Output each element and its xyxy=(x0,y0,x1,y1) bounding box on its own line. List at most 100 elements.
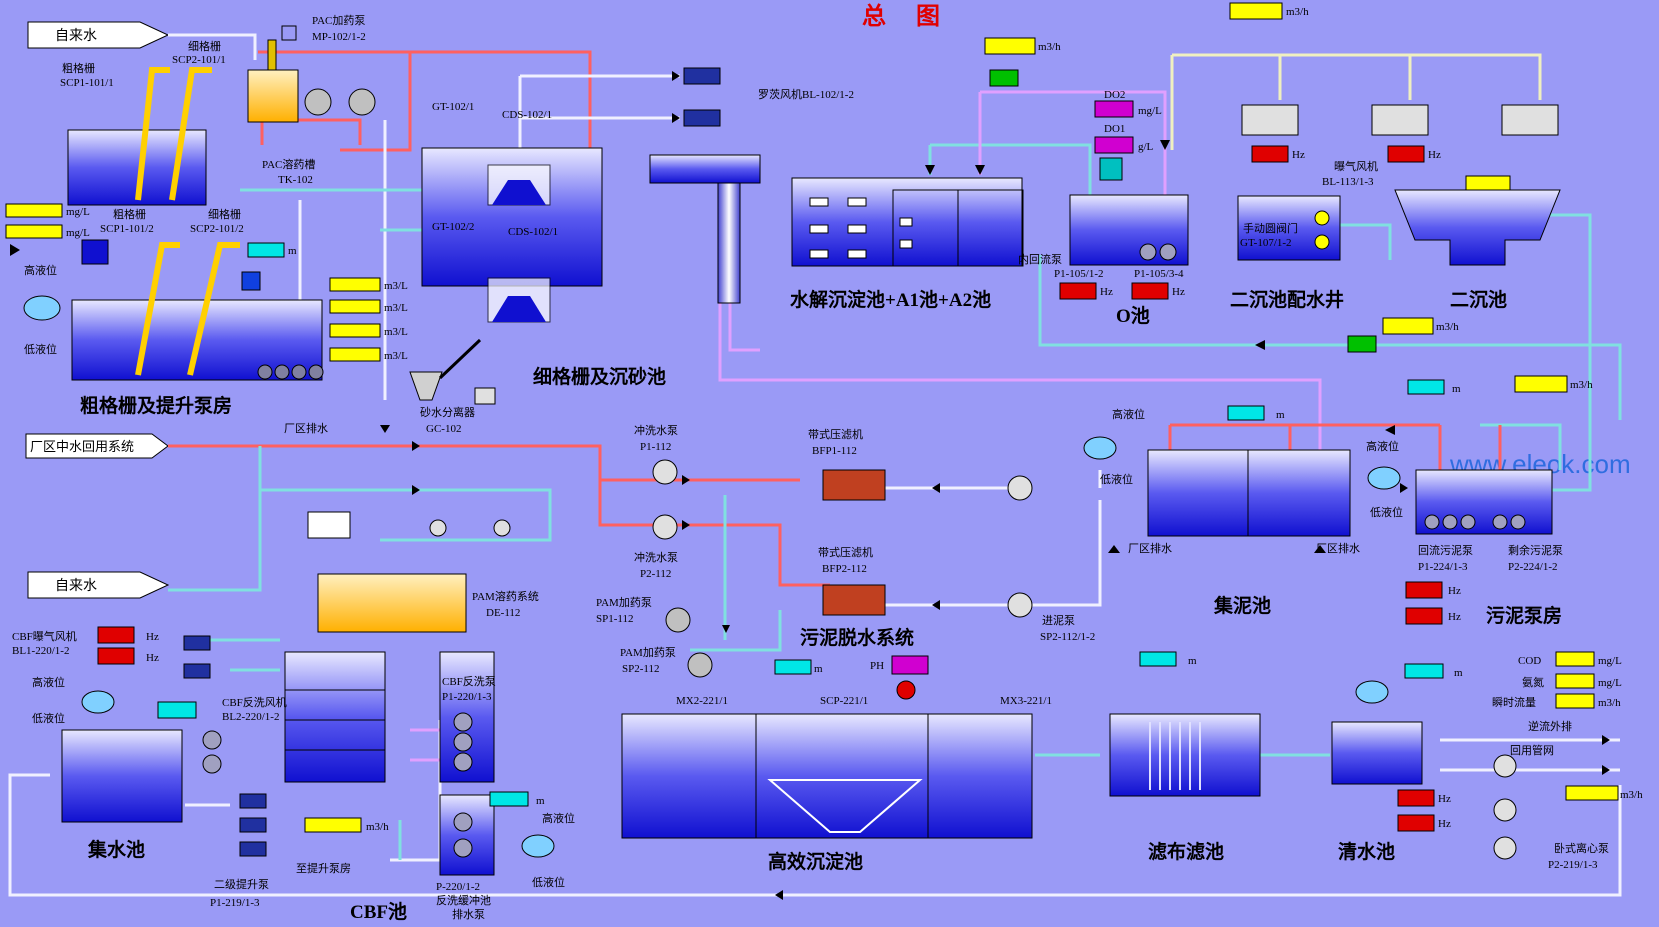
label-low-level: 低液位 xyxy=(532,875,565,889)
label-fine-screen-1b: SCP2-101/1 xyxy=(172,54,226,66)
label-belt-press2-a: 带式压滤机 xyxy=(818,545,873,559)
label-sand-sep-b: GC-102 xyxy=(426,423,461,435)
unit-m3h: m3/h xyxy=(1038,41,1061,53)
label-cbf-back-blower-a: CBF反洗风机 xyxy=(222,695,287,709)
blower-icon xyxy=(683,67,721,127)
unit-mgl: mg/L xyxy=(1138,105,1162,117)
label-wash-pump2-b: P2-112 xyxy=(640,568,671,580)
unit-m3l: m3/L xyxy=(384,280,408,292)
label-plant-drain-1: 厂区排水 xyxy=(284,421,328,435)
label-inst-flow: 瞬时流量 xyxy=(1492,695,1536,709)
inlet-tap-water-2: 自来水 xyxy=(27,571,170,599)
pump-icon xyxy=(687,652,713,678)
section-sludge-pump-room: 污泥泵房 xyxy=(1486,604,1562,627)
section-coarse-screen: 粗格栅及提升泵房 xyxy=(80,394,232,417)
unit-mgl: mg/L xyxy=(1598,655,1622,667)
label-coarse-screen-1a: 粗格栅 xyxy=(62,61,95,75)
label-cds1: CDS-102/1 xyxy=(502,109,552,121)
label-internal-return: 内回流泵 xyxy=(1018,252,1062,266)
pump-icon xyxy=(652,459,678,485)
label-wash-pump2-a: 冲洗水泵 xyxy=(634,550,678,564)
label-p1-105-34: P1-105/3-4 xyxy=(1134,268,1184,280)
pam-system-area xyxy=(307,511,511,633)
label-plant-drain-2: 厂区排水 xyxy=(1128,541,1172,555)
pump-icon xyxy=(1493,798,1517,822)
flow-meter-icon xyxy=(1347,335,1377,353)
clear-water-area: m mg/L mg/L m3/h Hz Hz m3/h xyxy=(1331,651,1643,860)
label-belt-press1-a: 带式压滤机 xyxy=(808,427,863,441)
label-pac-tank-b: TK-102 xyxy=(278,174,313,186)
high-eff-area: m xyxy=(621,655,1033,839)
unit-m3h: m3/h xyxy=(1436,321,1459,333)
label-backwash-pump-a: P-220/1-2 xyxy=(436,881,480,893)
label-roots-blower: 罗茨风机BL-102/1-2 xyxy=(758,87,854,101)
unit-m: m xyxy=(1452,383,1461,395)
label-high-level: 高液位 xyxy=(32,675,65,689)
label-reverse-discharge: 逆流外排 xyxy=(1528,719,1572,733)
label-manual-gate-b: GT-107/1-2 xyxy=(1240,237,1292,249)
unit-m3h: m3/h xyxy=(366,821,389,833)
o-tank-area xyxy=(1059,100,1189,300)
pump-icon xyxy=(665,607,691,633)
sludge-tank-area: m m m3/h Hz Hz xyxy=(1083,375,1593,625)
unit-m: m xyxy=(536,795,545,807)
label-high-level: 高液位 xyxy=(1112,407,1145,421)
unit-hz: Hz xyxy=(1172,286,1185,298)
pump-icon xyxy=(1139,243,1157,261)
unit-m3h: m3/h xyxy=(1598,697,1621,709)
label-centrifugal-b: P2-219/1-3 xyxy=(1548,859,1598,871)
belt-press-icon xyxy=(822,469,886,501)
label-pam-pump1-b: SP1-112 xyxy=(596,613,634,625)
pump-icon xyxy=(348,88,376,116)
label-to-lift-pump: 至提升泵房 xyxy=(296,862,351,875)
label-ammonia: 氨氮 xyxy=(1522,675,1544,689)
section-hydrolysis: 水解沉淀池+A1池+A2池 xyxy=(790,288,991,311)
pump-icon xyxy=(1159,243,1177,261)
unit-m3h: m3/h xyxy=(1286,6,1309,18)
section-o-tank: O池 xyxy=(1116,304,1150,327)
label-wash-pump1-b: P1-112 xyxy=(640,441,671,453)
unit-m3l: m3/L xyxy=(384,302,408,314)
label-gt1: GT-102/1 xyxy=(432,101,474,113)
unit-hz: Hz xyxy=(1448,585,1461,597)
distribution-well-area xyxy=(1229,2,1561,266)
pump-icon xyxy=(1493,754,1517,778)
label-stage2-lift-a: 二级提升泵 xyxy=(214,878,269,891)
label-coarse-screen-2a: 粗格栅 xyxy=(113,207,146,221)
aerator-icon xyxy=(1099,157,1123,181)
unit-mgl: mg/L xyxy=(66,206,90,218)
label-pac-pump-a: PAC加药泵 xyxy=(312,14,365,27)
unit-m: m xyxy=(1454,667,1463,679)
label-low-level: 低液位 xyxy=(1370,505,1403,519)
level-sensor-icon xyxy=(241,271,261,291)
label-return-sludge-b: P1-224/1-3 xyxy=(1418,561,1468,573)
cbf-area: Hz Hz m m3/h xyxy=(97,626,555,876)
pac-dosing-area xyxy=(247,25,376,123)
label-low-level: 低液位 xyxy=(1100,472,1133,486)
section-cloth-filter: 滤布滤池 xyxy=(1148,840,1224,863)
label-fine-screen-2b: SCP2-101/2 xyxy=(190,223,244,235)
label-scp221: SCP-221/1 xyxy=(820,695,868,707)
return-flow-readout: m3/h xyxy=(1347,317,1459,353)
sand-separator-icon xyxy=(409,371,443,401)
pump-icon xyxy=(652,514,678,540)
unit-mgl: mg/L xyxy=(1598,677,1622,689)
section-fine-screen: 细格栅及沉砂池 xyxy=(533,365,666,388)
label-coarse-screen-2b: SCP1-101/2 xyxy=(100,223,154,235)
level-switch-icon xyxy=(23,295,61,321)
section-collection-tank: 集水池 xyxy=(87,838,145,861)
label-centrifugal-a: 卧式离心泵 xyxy=(1554,841,1609,855)
label-belt-press1-b: BFP1-112 xyxy=(812,445,857,457)
pump-icon xyxy=(1007,592,1033,618)
section-high-eff: 高效沉淀池 xyxy=(768,850,863,873)
collection-tank-area xyxy=(61,690,197,823)
label-low-level: 低液位 xyxy=(32,711,65,725)
label-pam-pump2-a: PAM加药泵 xyxy=(620,646,676,659)
unit-m: m xyxy=(814,663,823,675)
label-stage2-lift-b: P1-219/1-3 xyxy=(210,897,260,909)
section-distribution-well: 二沉池配水井 xyxy=(1230,288,1344,311)
label-cbf-blower-b: BL1-220/1-2 xyxy=(12,645,69,657)
pump-icon xyxy=(202,712,473,858)
label-backwash-pump-c: 排水泵 xyxy=(452,907,485,921)
